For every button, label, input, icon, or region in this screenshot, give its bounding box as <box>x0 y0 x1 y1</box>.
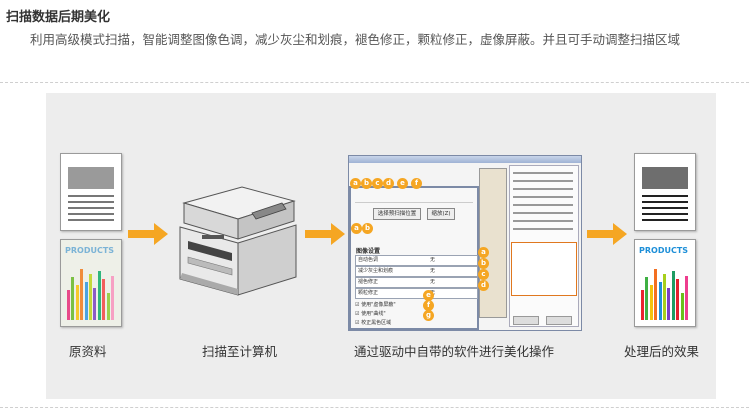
decorative-bar <box>111 276 114 320</box>
decorative-bar <box>676 279 680 320</box>
section-title: 扫描数据后期美化 <box>6 10 111 25</box>
arrow-right-icon <box>128 223 168 245</box>
step-caption-scan: 扫描至计算机 <box>202 344 278 359</box>
inset-toolbar <box>355 192 473 203</box>
preview-area <box>479 168 507 318</box>
badge-d: d <box>383 178 394 189</box>
original-chart-page: PRODUCTS <box>60 239 122 327</box>
setting-grain-correction[interactable]: 颗粒修正无 <box>355 288 478 299</box>
decorative-bar <box>80 269 84 320</box>
decorative-bar <box>685 276 688 320</box>
settings-panel <box>509 165 579 327</box>
step-caption-result: 处理后的效果 <box>624 344 700 359</box>
settings-highlight <box>511 242 577 296</box>
decorative-bar <box>93 288 97 320</box>
badge-b: b <box>361 178 372 189</box>
top-divider <box>0 82 749 83</box>
badge-c: c <box>372 178 383 189</box>
decorative-bar <box>654 269 658 320</box>
decorative-bar <box>75 285 79 320</box>
badge-check-f: f <box>423 300 434 311</box>
check-unsharp-mask[interactable]: ☑ 使用"虚像屏蔽" <box>355 302 396 308</box>
badge-row-b: b <box>478 258 489 269</box>
page-photo-block <box>68 167 114 189</box>
arrow-right-icon <box>305 223 345 245</box>
decorative-bar <box>671 271 675 320</box>
decorative-bar <box>658 282 662 320</box>
zoomed-inset: 选择预扫描位置 缩放(Z) 图像设置 自动色调无 减少灰尘和划痕无 褪色修正无 … <box>349 186 479 330</box>
setting-auto-tone[interactable]: 自动色调无 <box>355 255 478 266</box>
decorative-bar <box>71 277 75 320</box>
original-text-page <box>60 153 122 231</box>
decorative-bar <box>102 279 106 320</box>
arrow-right-icon <box>587 223 627 245</box>
check-black-area[interactable]: ☑ 校正黑色区域 <box>355 320 392 326</box>
page-photo-block <box>642 167 688 189</box>
original-bars <box>67 266 115 320</box>
badge-side-a: a <box>351 223 362 234</box>
badge-e: e <box>397 178 408 189</box>
step-caption-software: 通过驱动中自带的软件进行美化操作 <box>354 344 555 359</box>
decorative-bar <box>97 271 101 320</box>
zoom-button[interactable]: 缩放(Z) <box>427 208 455 220</box>
badge-row-c: c <box>478 269 489 280</box>
decorative-bar <box>641 290 644 320</box>
select-prescan-button[interactable]: 选择预扫描位置 <box>373 208 421 220</box>
section-description: 利用高级模式扫描，智能调整图像色调，减少灰尘和划痕，褪色修正，颗粒修正，虚像屏蔽… <box>30 32 681 47</box>
badge-check-g: g <box>423 310 434 321</box>
processed-bars <box>641 266 689 320</box>
setting-dust-scratch[interactable]: 减少灰尘和划痕无 <box>355 266 478 277</box>
image-settings-heading: 图像设置 <box>356 248 381 255</box>
bottom-divider <box>0 407 749 408</box>
step-caption-original: 原资料 <box>69 344 107 359</box>
scan-software-window: 选择预扫描位置 缩放(Z) 图像设置 自动色调无 减少灰尘和划痕无 褪色修正无 … <box>348 155 582 331</box>
decorative-bar <box>667 288 671 320</box>
setting-fade-correction[interactable]: 褪色修正无 <box>355 277 478 288</box>
badge-row-d: d <box>478 280 489 291</box>
decorative-bar <box>89 274 92 320</box>
products-label: PRODUCTS <box>639 246 689 255</box>
products-label: PRODUCTS <box>65 246 115 255</box>
badge-check-e: e <box>423 290 434 301</box>
badge-side-b: b <box>362 223 373 234</box>
decorative-bar <box>649 285 653 320</box>
processed-chart-page: PRODUCTS <box>634 239 696 327</box>
processed-text-page <box>634 153 696 231</box>
badge-a: a <box>350 178 361 189</box>
badge-row-a: a <box>478 247 489 258</box>
check-curves[interactable]: ☑ 使用"曲线" <box>355 311 386 317</box>
badge-f: f <box>411 178 422 189</box>
decorative-bar <box>645 277 649 320</box>
decorative-bar <box>67 290 70 320</box>
window-titlebar <box>349 156 581 163</box>
decorative-bar <box>84 282 88 320</box>
decorative-bar <box>680 293 684 320</box>
decorative-bar <box>663 274 666 320</box>
decorative-bar <box>106 293 110 320</box>
printer-scanner-icon <box>179 186 297 296</box>
